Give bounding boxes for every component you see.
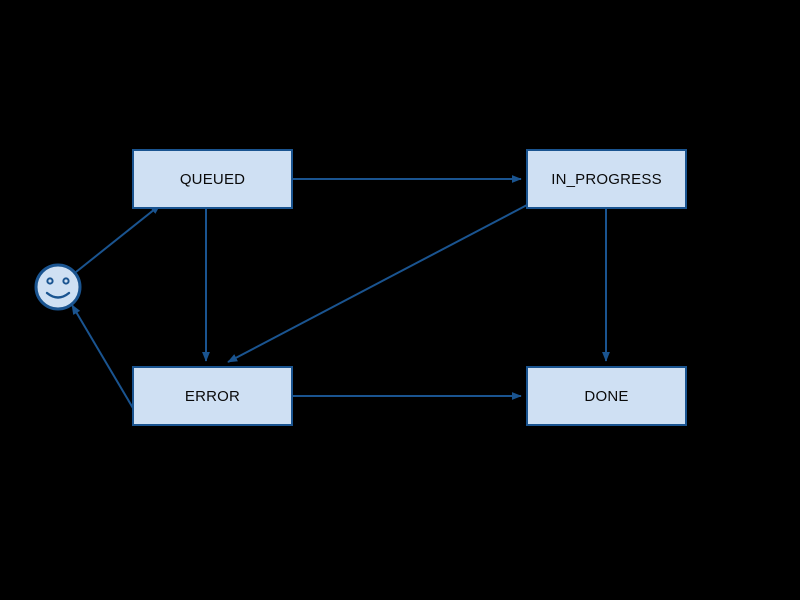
state-box [526,366,687,426]
state-box [132,149,293,209]
smiley-face-icon [34,263,82,311]
state-box [132,366,293,426]
state-node-error[interactable]: ERROR [132,366,293,426]
edge-start-to-queued[interactable] [75,204,161,273]
edge-error-to-start[interactable] [71,304,141,421]
edge-line [227,204,528,363]
state-node-done[interactable]: DONE [526,366,687,426]
edge-in-progress-to-error[interactable] [227,204,528,363]
state-node-in-progress[interactable]: IN_PROGRESS [526,149,687,209]
state-label: QUEUED [180,171,245,188]
edge-group [71,175,610,421]
state-label: DONE [584,388,628,405]
edge-line [75,204,161,273]
smiley-mouth-icon [45,291,71,299]
state-label: ERROR [185,388,240,405]
start-node-smiley[interactable] [34,263,82,311]
node-group: QUEUED IN_PROGRESS ERROR DONE [132,149,687,426]
state-box [526,149,687,209]
state-label: IN_PROGRESS [551,171,662,188]
edge-line [71,304,141,421]
state-node-queued[interactable]: QUEUED [132,149,293,209]
smiley-right-eye-icon [62,277,70,285]
smiley-left-eye-icon [46,277,54,285]
